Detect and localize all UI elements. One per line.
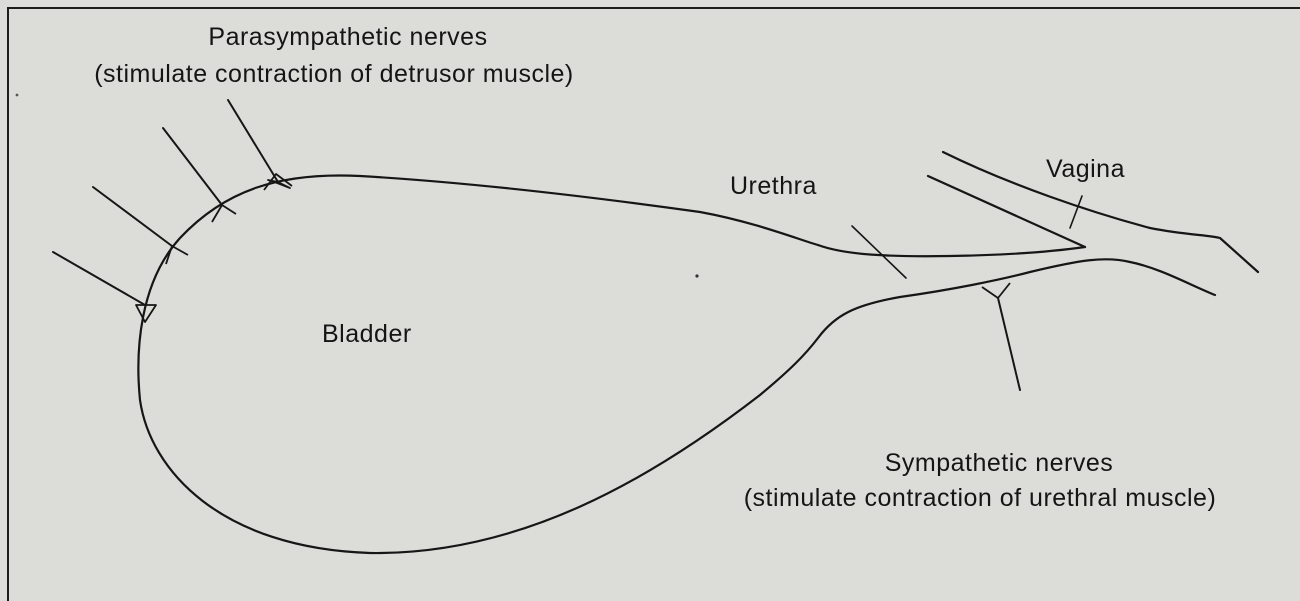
parasympathetic-nerves: [53, 100, 292, 322]
nerve-ending-icon: [982, 283, 1010, 298]
nerve-ending-icon: [166, 246, 188, 264]
parasympathetic-nerve-2: [163, 128, 222, 205]
nerve-ending-icon: [264, 174, 292, 190]
vagina-label: Vagina: [1046, 155, 1125, 183]
vagina-lower-wall: [928, 176, 1085, 247]
vagina-leader-line: [1070, 196, 1082, 228]
sympathetic-nerve-line: [998, 298, 1020, 390]
parasympathetic-nerve-4: [53, 252, 145, 305]
parasympathetic-nerve-3: [93, 187, 172, 246]
urethra-outline: [818, 245, 1085, 256]
urethra-leader-line: [852, 226, 906, 278]
urethra-label: Urethra: [730, 172, 817, 200]
sympathetic-nerve: [982, 283, 1020, 390]
sympathetic-title: Sympathetic nerves: [885, 449, 1114, 477]
parasympathetic-nerve-1: [228, 100, 278, 182]
speck: [695, 274, 698, 277]
sympathetic-note: (stimulate contraction of urethral muscl…: [744, 484, 1217, 512]
parasympathetic-title: Parasympathetic nerves: [208, 23, 487, 51]
bladder-label: Bladder: [322, 320, 412, 348]
parasympathetic-note: (stimulate contraction of detrusor muscl…: [94, 60, 574, 88]
speck: [16, 94, 19, 97]
figure-frame: [8, 8, 1300, 601]
